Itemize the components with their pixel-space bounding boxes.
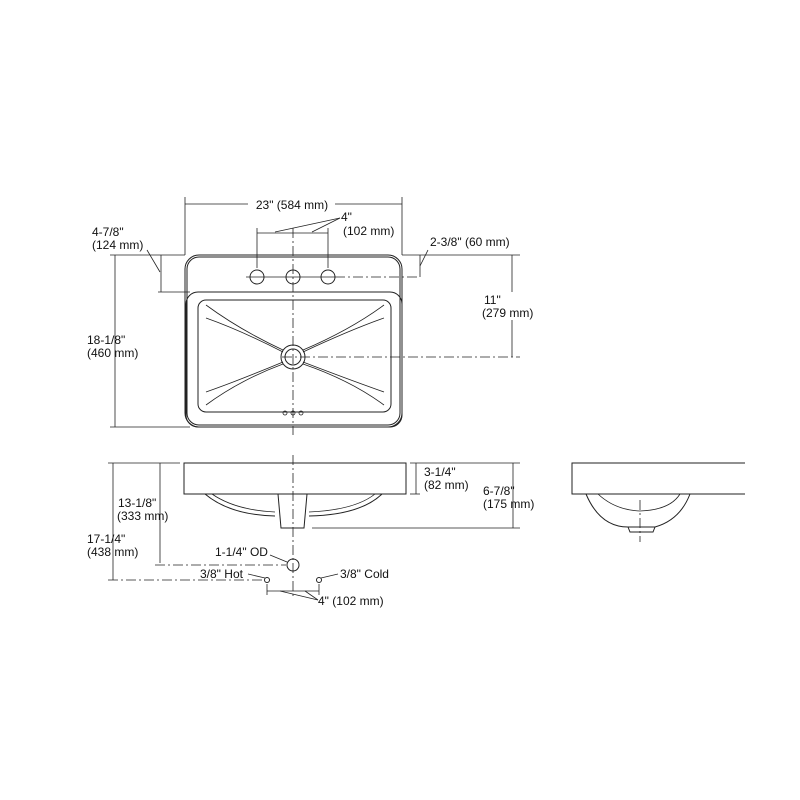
rim-height-mm: (82 mm) — [424, 478, 469, 492]
deck-depth-label: 4-7/8" — [92, 225, 124, 239]
drain-od-label: 1-1/4" OD — [215, 545, 268, 559]
bowl-contours — [205, 304, 385, 406]
bowl-basin — [197, 299, 392, 413]
drain-tail — [277, 493, 308, 529]
overall-height-label: 17-1/4" — [87, 532, 125, 546]
faucet-spacing-mm: (102 mm) — [343, 224, 394, 238]
overall-height-mm: (438 mm) — [87, 545, 138, 559]
drain-offset-label: 11" — [484, 293, 501, 307]
depth-mm: (460 mm) — [87, 346, 138, 360]
sink-outline-top-inner — [186, 256, 401, 426]
front-view: 17-1/4" (438 mm) 13-1/8" (333 mm) 3-1/4"… — [87, 455, 534, 608]
top-view: 23" (584 mm) 4" (102 mm) 4-7/8" (124 mm)… — [87, 197, 533, 435]
bowl-height-label: 6-7/8" — [483, 484, 515, 498]
cold-supply-icon — [316, 577, 322, 583]
cold-label: 3/8" Cold — [340, 567, 389, 581]
hot-supply-icon — [264, 577, 270, 583]
drain-outlet-icon — [286, 558, 300, 572]
hot-label: 3/8" Hot — [200, 567, 244, 581]
bowl-profile — [204, 493, 383, 517]
faucet-offset-label: 2-3/8" (60 mm) — [430, 235, 510, 249]
drain-height-mm: (333 mm) — [117, 509, 168, 523]
faucet-spacing-label: 4" — [341, 210, 352, 224]
bowl-height-mm: (175 mm) — [483, 497, 534, 511]
depth-label: 18-1/8" — [87, 333, 125, 347]
overflow-hole — [298, 410, 304, 416]
deck-depth-mm: (124 mm) — [92, 238, 143, 252]
overflow-hole — [282, 410, 288, 416]
rim-height-label: 3-1/4" — [424, 465, 456, 479]
drain-height-label: 13-1/8" — [118, 496, 156, 510]
drain-offset-mm: (279 mm) — [482, 306, 533, 320]
bowl-rim — [185, 291, 403, 428]
drain-side — [627, 526, 656, 533]
side-view — [571, 462, 745, 542]
bowl-side-profile — [585, 493, 691, 528]
sink-side-rim — [571, 462, 745, 495]
supply-spacing-label: 4" (102 mm) — [318, 594, 384, 608]
sink-outline-top — [184, 254, 403, 428]
width-label: 23" (584 mm) — [256, 198, 328, 212]
sink-front-rim — [183, 462, 407, 495]
